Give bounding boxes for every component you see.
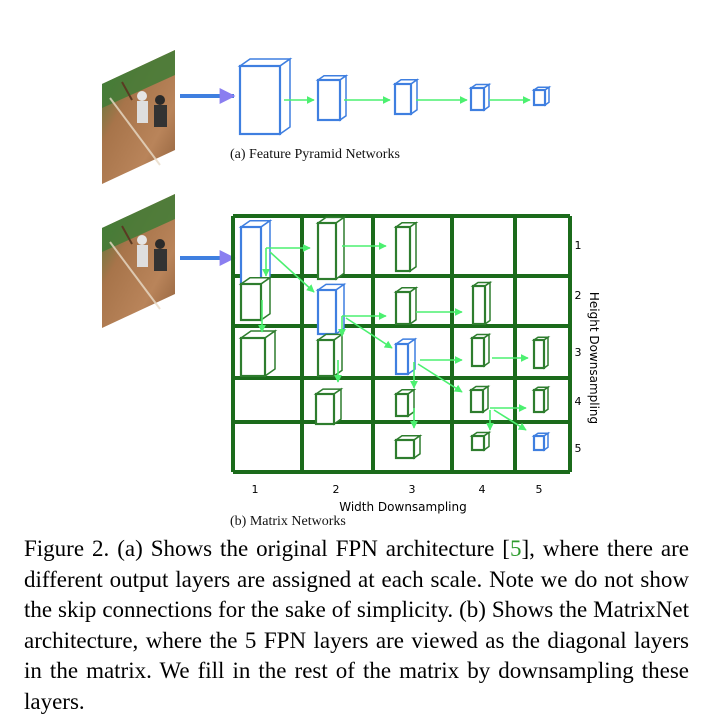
matrix-arrows bbox=[258, 242, 529, 431]
panel-a-caption: (a) Feature Pyramid Networks bbox=[230, 147, 400, 162]
matrix-layer-r4-c2 bbox=[313, 387, 344, 426]
matrix-layer-r1-c2 bbox=[315, 215, 347, 281]
matrix-layer-r2-c3 bbox=[393, 286, 419, 326]
y-tick-2: 2 bbox=[575, 289, 582, 302]
y-tick-3: 3 bbox=[575, 346, 582, 359]
matrix-layer-r5-c5 bbox=[531, 431, 551, 452]
fpn-layer-5 bbox=[531, 85, 552, 107]
matrix-layer-r2-c4 bbox=[470, 281, 493, 326]
matrix-layer-r3-c4 bbox=[469, 333, 492, 368]
y-ticks: 1 2 3 4 5 bbox=[575, 239, 582, 455]
matrix-layer-r2-c2 bbox=[315, 282, 347, 336]
caption-prefix: Figure 2. (a) Shows the original FPN arc… bbox=[24, 536, 510, 561]
fpn-pyramid bbox=[237, 57, 552, 136]
matrix-layer-r2-c1 bbox=[238, 276, 273, 322]
matrix-arrow-8 bbox=[345, 317, 393, 349]
matrix-grid bbox=[231, 214, 572, 474]
x-tick-3: 3 bbox=[409, 483, 416, 496]
matrix-layer-r3-c1 bbox=[238, 329, 278, 378]
matrix-layer-r3-c5 bbox=[531, 335, 551, 370]
caption-reference-link[interactable]: 5 bbox=[509, 536, 522, 561]
input-image-a bbox=[102, 50, 175, 184]
matrix-arrow-3 bbox=[269, 251, 315, 293]
matrix-layer-r4-c4 bbox=[468, 385, 491, 414]
fpn-layer-3 bbox=[392, 78, 420, 116]
caption-suffix: ], where there are different output laye… bbox=[24, 536, 689, 714]
y-tick-5: 5 bbox=[575, 442, 582, 455]
x-ticks: 1 2 3 4 5 bbox=[252, 483, 543, 496]
y-axis-label: Height Downsampling bbox=[587, 292, 601, 424]
matrix-layer-r4-c5 bbox=[531, 385, 551, 414]
input-image-b bbox=[102, 194, 175, 328]
fpn-layer-4 bbox=[468, 83, 492, 112]
x-tick-2: 2 bbox=[333, 483, 340, 496]
matrix-layer-r1-c3 bbox=[393, 221, 419, 273]
x-tick-1: 1 bbox=[252, 483, 259, 496]
x-axis-label: Width Downsampling bbox=[339, 500, 466, 514]
panel-b-caption: (b) Matrix Networks bbox=[230, 514, 346, 529]
fpn-layer-2 bbox=[315, 74, 349, 122]
matrix-layer-r3-c3 bbox=[393, 337, 418, 376]
matrix-layer-r4-c3 bbox=[393, 388, 417, 418]
matrix-arrow-13 bbox=[417, 363, 463, 393]
matrix-layer-r5-c3 bbox=[393, 434, 423, 460]
fpn-layer-1 bbox=[237, 57, 293, 136]
figure-caption: Figure 2. (a) Shows the original FPN arc… bbox=[24, 534, 689, 717]
y-tick-1: 1 bbox=[575, 239, 582, 252]
x-tick-5: 5 bbox=[536, 483, 543, 496]
y-tick-4: 4 bbox=[575, 395, 582, 408]
x-tick-4: 4 bbox=[479, 483, 486, 496]
matrix-layer-r5-c4 bbox=[469, 431, 492, 452]
matrix-layers bbox=[238, 215, 551, 460]
matrix-arrow-17 bbox=[493, 409, 527, 431]
